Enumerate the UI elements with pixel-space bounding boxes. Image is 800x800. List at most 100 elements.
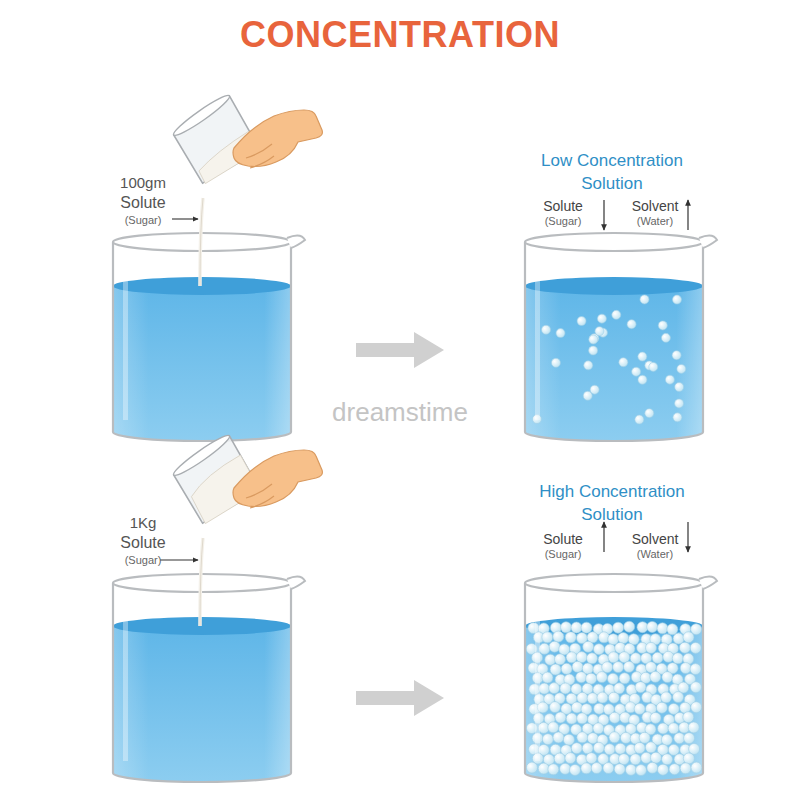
- sugar-particle: [691, 702, 702, 713]
- sugar-particle: [549, 683, 560, 694]
- sugar-particle: [549, 641, 560, 652]
- sugar-particle: [650, 671, 661, 682]
- beaker: [525, 574, 717, 782]
- sugar-particle: [658, 321, 667, 330]
- water: [525, 286, 703, 441]
- sugar-particle: [555, 712, 566, 723]
- sugar-particle: [577, 692, 588, 703]
- sugar-particle: [587, 693, 598, 704]
- sugar-particle: [560, 763, 571, 774]
- sugar-particle: [620, 732, 631, 743]
- sugar-particle: [673, 692, 684, 703]
- beaker: [113, 574, 305, 782]
- sugar-particle: [635, 415, 644, 424]
- sugar-particle: [538, 763, 549, 774]
- sugar-particle: [640, 295, 649, 304]
- sugar-particle: [635, 765, 646, 776]
- sugar-particle: [638, 352, 647, 361]
- sugar-particle: [656, 702, 667, 713]
- sugar-particle: [615, 743, 626, 754]
- sugar-particle: [569, 764, 580, 775]
- sugar-particle: [595, 327, 604, 336]
- process-arrow: [356, 680, 444, 716]
- sugar-particle: [641, 752, 652, 763]
- sugar-particle: [619, 652, 630, 663]
- sugar-particle: [658, 723, 669, 734]
- sugar-particle: [688, 722, 699, 733]
- sugar-particle: [571, 622, 582, 633]
- sugar-particle: [597, 692, 608, 703]
- glass-wall: [525, 583, 703, 782]
- sugar-particle: [667, 624, 678, 635]
- sugar-particle: [589, 346, 598, 355]
- sugar-particle: [577, 713, 588, 724]
- sugar-particle: [665, 375, 674, 384]
- solvent-note: (Water): [637, 548, 673, 561]
- process-arrow: [356, 332, 444, 368]
- water-surface: [113, 617, 291, 635]
- glass-wall: [525, 242, 703, 441]
- sugar-particle: [669, 764, 680, 775]
- sugar-particle: [542, 734, 553, 745]
- sugar-particle: [604, 744, 615, 755]
- sugar-particle: [597, 314, 606, 323]
- sugar-particle: [581, 763, 592, 774]
- sugar-particle: [683, 753, 694, 764]
- sugar-particle: [663, 651, 674, 662]
- water: [525, 626, 703, 782]
- sugar-particle: [619, 673, 630, 684]
- sugar-particle: [645, 409, 654, 418]
- sugar-particle: [680, 763, 691, 774]
- sugar-particle: [690, 664, 701, 675]
- sugar-particle: [662, 672, 673, 683]
- water-surface: [113, 277, 291, 295]
- trend-arrow: [687, 522, 688, 552]
- glass-wall: [113, 242, 291, 441]
- trend-arrow: [687, 200, 688, 230]
- solute-label: Solute: [120, 534, 165, 552]
- water: [113, 286, 291, 441]
- sugar-particle: [602, 662, 613, 673]
- sugar-particle: [593, 723, 604, 734]
- sugar-particle: [618, 633, 629, 644]
- sugar-particle: [526, 762, 537, 773]
- sugar-particle: [612, 310, 621, 319]
- pouring-cup: [168, 432, 323, 626]
- sugar-particle: [683, 632, 694, 643]
- sugar-particle: [613, 662, 624, 673]
- sugar-particle: [630, 754, 641, 765]
- sugar-particle: [672, 295, 681, 304]
- sugar-particle: [672, 351, 681, 360]
- sugar-particle: [554, 654, 565, 665]
- sugar-particle: [566, 713, 577, 724]
- sugar-particle: [577, 317, 586, 326]
- beaker: [113, 233, 305, 441]
- sugar-particle: [587, 733, 598, 744]
- sugar-particle: [675, 399, 684, 408]
- sugar-particle: [594, 703, 605, 714]
- sugar-particle: [571, 702, 582, 713]
- trend-arrow: [603, 200, 604, 230]
- beaker-spout: [699, 576, 717, 589]
- sugar-particle: [607, 673, 618, 684]
- sugar-particle: [619, 358, 628, 367]
- sugar-particle: [591, 763, 602, 774]
- sugar-particle: [668, 744, 679, 755]
- solute-label: Solute: [120, 194, 165, 212]
- sugar-particle: [560, 683, 571, 694]
- solvent-label: Solvent: [632, 531, 679, 547]
- sugar-particle: [593, 644, 604, 655]
- amount-label: 100gm: [120, 174, 166, 191]
- water-surface: [525, 617, 703, 635]
- beaker: [525, 233, 717, 441]
- water-surface: [525, 277, 703, 295]
- amount-label: 1Kg: [130, 514, 157, 531]
- solute-label: Solute: [543, 198, 583, 214]
- sugar-particle: [673, 413, 682, 422]
- sugar-particle: [684, 733, 695, 744]
- solution-heading: Low Concentration Solution: [512, 150, 712, 196]
- sugar-particle: [554, 753, 565, 764]
- sugar-particle: [542, 672, 553, 683]
- title: CONCENTRATION: [240, 14, 560, 55]
- watermark: dreamstime: [332, 398, 468, 428]
